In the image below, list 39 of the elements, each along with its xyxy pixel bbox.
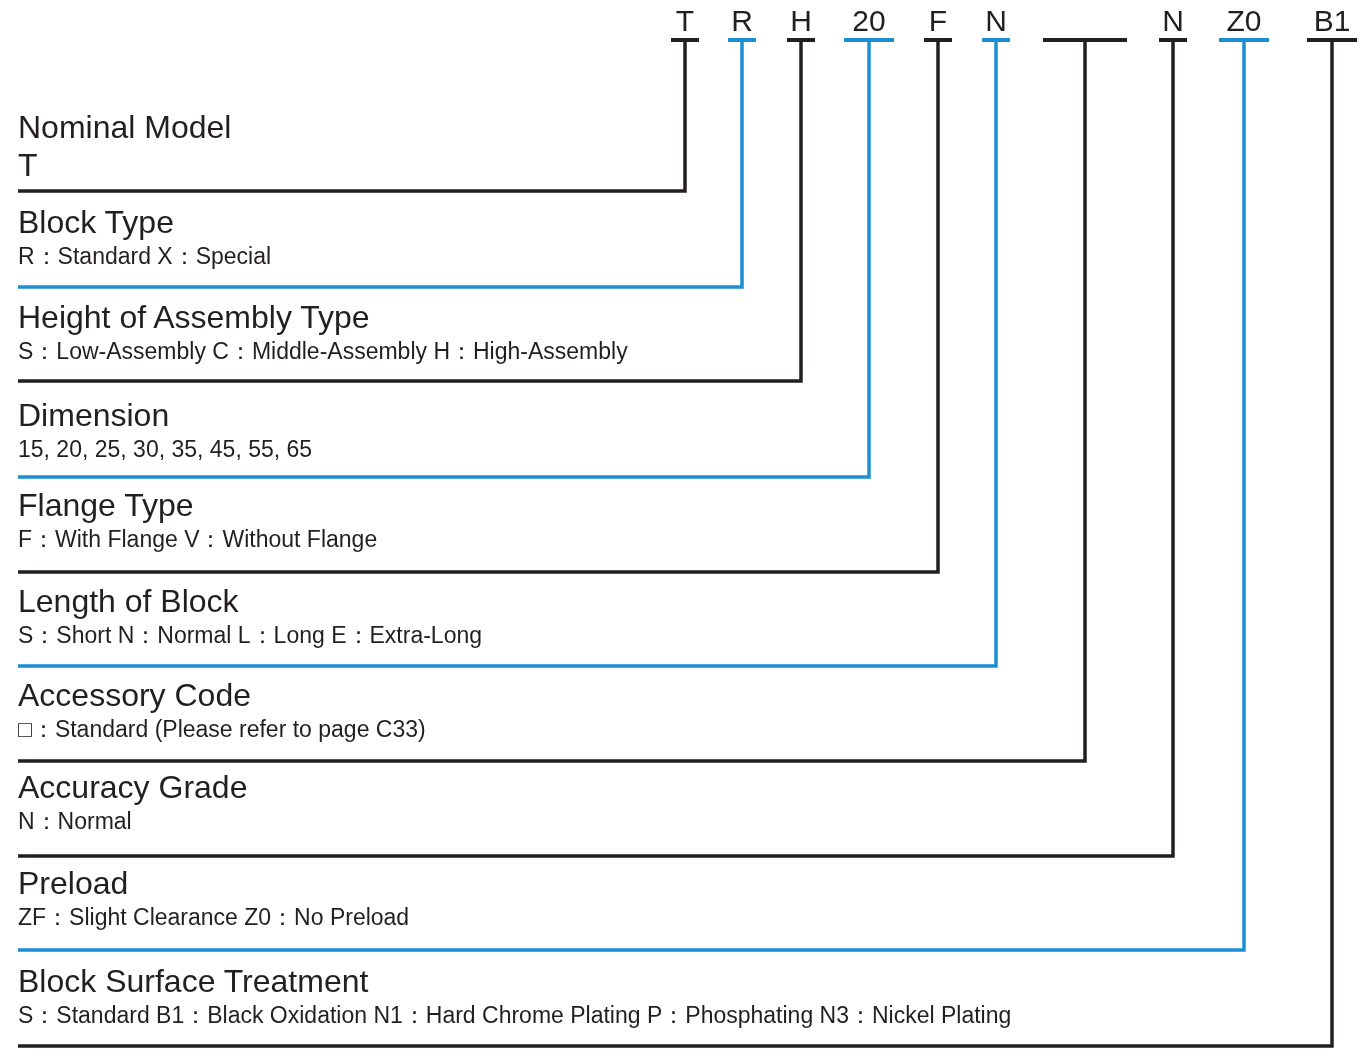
option-text: □：Standard (Please refer to page C33): [18, 715, 426, 744]
code-letter: R: [728, 4, 756, 42]
leader-line: [18, 42, 1246, 952]
code-letter: N: [982, 4, 1010, 42]
code-letter: B1: [1307, 4, 1357, 42]
code-letter: 20: [844, 4, 894, 42]
option-text: S：Short N：Normal L：Long E：Extra-Long: [18, 621, 483, 650]
option-text: F：With Flange V：Without Flange: [18, 525, 378, 554]
field-heading: Nominal Model: [18, 108, 232, 146]
leader-line: [18, 42, 1087, 763]
option-text: S：Standard B1：Black Oxidation N1：Hard Chrome Plating P：Phosphating N3：Nickel Plating: [18, 1001, 1012, 1030]
leader-line: [18, 42, 940, 574]
field-heading: Preload: [18, 864, 130, 902]
field-heading: Accessory Code: [18, 676, 252, 714]
option-text: R：Standard X：Special: [18, 242, 272, 271]
leader-line: [18, 42, 1334, 1048]
code-letter: T: [671, 4, 699, 42]
option-text: N：Normal: [18, 807, 133, 836]
leader-line: [18, 42, 998, 668]
code-letter: N: [1159, 4, 1187, 42]
option-text: T: [18, 146, 39, 184]
field-heading: Block Type: [18, 203, 175, 241]
option-text: 15, 20, 25, 30, 35, 45, 55, 65: [18, 435, 313, 464]
leader-line: [18, 42, 871, 479]
option-text: S：Low-Assembly C：Middle-Assembly H：High-Assembly: [18, 337, 628, 366]
code-letter: H: [787, 4, 815, 42]
field-heading: Block Surface Treatment: [18, 962, 370, 1000]
field-heading: Height of Assembly Type: [18, 298, 371, 336]
code-letter: Z0: [1219, 4, 1269, 42]
field-heading: Accuracy Grade: [18, 768, 248, 806]
leader-line: [18, 42, 744, 289]
field-heading: Flange Type: [18, 486, 195, 524]
code-letter: F: [924, 4, 952, 42]
field-heading: Dimension: [18, 396, 171, 434]
option-text: ZF：Slight Clearance Z0：No Preload: [18, 903, 410, 932]
leader-line: [18, 42, 1175, 858]
leader-line: [18, 42, 687, 193]
field-heading: Length of Block: [18, 582, 240, 620]
leader-line: [18, 42, 803, 383]
